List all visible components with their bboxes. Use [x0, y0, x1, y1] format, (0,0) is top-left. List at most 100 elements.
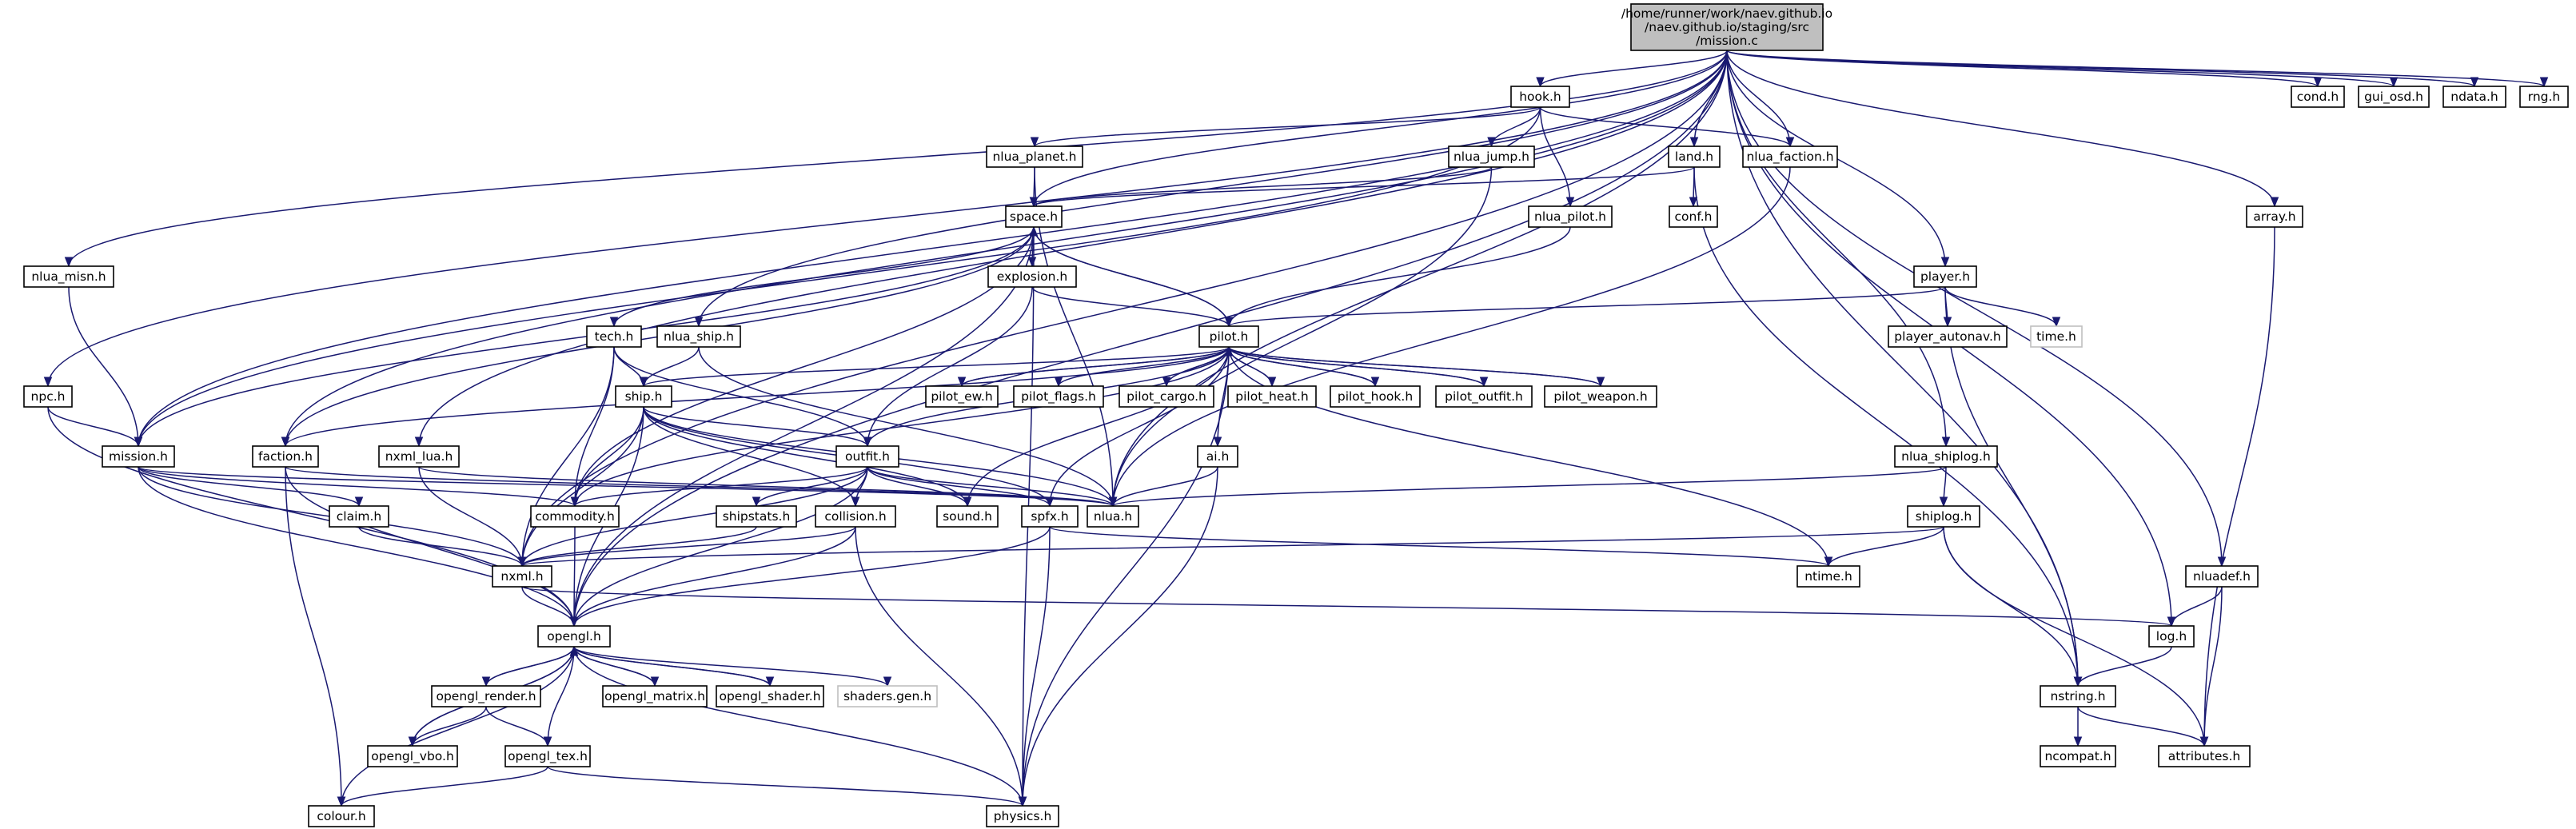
node-colour[interactable]: colour.h — [308, 805, 375, 827]
edge-shiplog-to-ntime — [1824, 526, 1944, 568]
node-pilot-cargo[interactable]: pilot_cargo.h — [1119, 385, 1214, 408]
node-label: shipstats.h — [723, 509, 791, 524]
node-pilot-hook[interactable]: pilot_hook.h — [1330, 385, 1421, 408]
node-nstring[interactable]: nstring.h — [2040, 685, 2116, 707]
node-label: ai.h — [1206, 449, 1230, 464]
edge-nlua_pilot-to-pilot — [1224, 226, 1571, 328]
node-opengl-matrix[interactable]: opengl_matrix.h — [602, 685, 708, 707]
node-cond[interactable]: cond.h — [2291, 86, 2345, 108]
node-nluadef[interactable]: nluadef.h — [2185, 565, 2259, 588]
node-label: pilot_hook.h — [1338, 389, 1413, 405]
node-faction[interactable]: faction.h — [252, 445, 319, 468]
node-player-autonav[interactable]: player_autonav.h — [1888, 325, 2008, 348]
node-ndata[interactable]: ndata.h — [2442, 86, 2506, 108]
node-shiplog[interactable]: shiplog.h — [1907, 505, 1980, 528]
node-pilot-heat[interactable]: pilot_heat.h — [1227, 385, 1317, 408]
edge-pilot_heat-to-pilot — [1224, 345, 1273, 387]
node-box — [1528, 205, 1613, 228]
node-box — [492, 565, 552, 588]
node-ncompat[interactable]: ncompat.h — [2040, 745, 2116, 767]
node-commodity[interactable]: commodity.h — [530, 505, 620, 528]
node-pilot-outfit[interactable]: pilot_outfit.h — [1435, 385, 1533, 408]
node-rng[interactable]: rng.h — [2519, 86, 2569, 108]
node-nlua-pilot[interactable]: nlua_pilot.h — [1528, 205, 1613, 228]
node-ship[interactable]: ship.h — [615, 385, 672, 408]
node-conf[interactable]: conf.h — [1669, 205, 1718, 228]
node-log[interactable]: log.h — [2148, 625, 2195, 648]
node-opengl-tex[interactable]: opengl_tex.h — [504, 745, 591, 767]
node-box — [2519, 86, 2569, 108]
node-label: nlua_ship.h — [664, 329, 734, 345]
node-label: space.h — [1010, 209, 1058, 224]
node-label: nlua_shiplog.h — [1901, 449, 1991, 464]
edge-hook-to-nlua_pilot — [1539, 106, 1575, 208]
edge-root-to-nlua_misn — [64, 50, 1728, 268]
nodes-layer: /home/runner/work/naev.github.io/naev.gi… — [23, 3, 2569, 827]
node-opengl-render[interactable]: opengl_render.h — [431, 685, 541, 707]
node-label: spfx.h — [1031, 509, 1068, 524]
node-claim[interactable]: claim.h — [329, 505, 389, 528]
node-label: claim.h — [337, 509, 381, 524]
node-label: nxml.h — [500, 569, 543, 584]
node-nlua-faction[interactable]: nlua_faction.h — [1742, 145, 1838, 168]
node-nxml-lua[interactable]: nxml_lua.h — [378, 445, 460, 468]
node-opengl-vbo[interactable]: opengl_vbo.h — [367, 745, 458, 767]
node-nlua-planet[interactable]: nlua_planet.h — [986, 145, 1083, 168]
node-box — [716, 685, 824, 707]
node-spfx[interactable]: spfx.h — [1021, 505, 1079, 528]
node-nxml[interactable]: nxml.h — [492, 565, 552, 588]
edge-opengl_render-to-opengl — [485, 645, 579, 687]
node-box — [1888, 325, 2008, 348]
node-box — [102, 445, 175, 468]
node-explosion[interactable]: explosion.h — [987, 265, 1077, 288]
node-label: array.h — [2253, 209, 2295, 224]
edge-hook-to-nlua_planet — [1030, 106, 1541, 148]
node-outfit[interactable]: outfit.h — [835, 445, 899, 468]
edge-pilot-to-space — [1029, 225, 1230, 327]
node-opengl[interactable]: opengl.h — [537, 625, 611, 648]
node-nlua-misn[interactable]: nlua_misn.h — [23, 265, 114, 288]
edge-root-to-array — [1726, 50, 2279, 208]
node-pilot[interactable]: pilot.h — [1198, 325, 1259, 348]
node-attributes[interactable]: attributes.h — [2158, 745, 2251, 767]
node-label: faction.h — [258, 449, 313, 464]
node-opengl-shader[interactable]: opengl_shader.h — [716, 685, 824, 707]
node-box — [1197, 445, 1238, 468]
node-nlua-shiplog[interactable]: nlua_shiplog.h — [1894, 445, 1998, 468]
node-hook[interactable]: hook.h — [1510, 86, 1570, 108]
node-label: opengl.h — [547, 629, 601, 644]
node-label: conf.h — [1675, 209, 1713, 224]
node-nlua[interactable]: nlua.h — [1087, 505, 1139, 528]
node-sound[interactable]: sound.h — [936, 505, 999, 528]
node-label: hook.h — [1519, 90, 1561, 104]
node-tech[interactable]: tech.h — [586, 325, 642, 348]
edge-opengl-to-colour — [337, 646, 575, 807]
edge-root-to-rng — [1726, 50, 2549, 88]
node-nlua-jump[interactable]: nlua_jump.h — [1448, 145, 1535, 168]
node-box — [2291, 86, 2345, 108]
node-box — [504, 745, 591, 767]
node-pilot-weapon[interactable]: pilot_weapon.h — [1544, 385, 1657, 408]
node-label: commodity.h — [535, 509, 615, 524]
node-box — [367, 745, 458, 767]
node-physics[interactable]: physics.h — [986, 805, 1059, 827]
node-gui-osd[interactable]: gui_osd.h — [2358, 86, 2430, 108]
node-land[interactable]: land.h — [1668, 145, 1721, 168]
node-pilot-flags[interactable]: pilot_flags.h — [1013, 385, 1104, 408]
node-label: pilot_outfit.h — [1445, 389, 1523, 405]
node-shipstats[interactable]: shipstats.h — [716, 505, 797, 528]
node-array[interactable]: array.h — [2246, 205, 2303, 228]
node-pilot-ew[interactable]: pilot_ew.h — [925, 385, 999, 408]
node-box — [716, 505, 797, 528]
node-ai[interactable]: ai.h — [1197, 445, 1238, 468]
node-mission[interactable]: mission.h — [102, 445, 175, 468]
node-label: pilot_flags.h — [1021, 389, 1096, 405]
node-nlua-ship[interactable]: nlua_ship.h — [656, 325, 741, 348]
node-space[interactable]: space.h — [1005, 205, 1063, 228]
node-ntime[interactable]: ntime.h — [1796, 565, 1860, 588]
edge-hook-to-nlua_faction — [1539, 106, 1795, 148]
node-label: pilot_heat.h — [1235, 389, 1308, 405]
node-player[interactable]: player.h — [1913, 265, 1977, 288]
node-collision[interactable]: collision.h — [815, 505, 896, 528]
node-npc[interactable]: npc.h — [23, 385, 73, 408]
